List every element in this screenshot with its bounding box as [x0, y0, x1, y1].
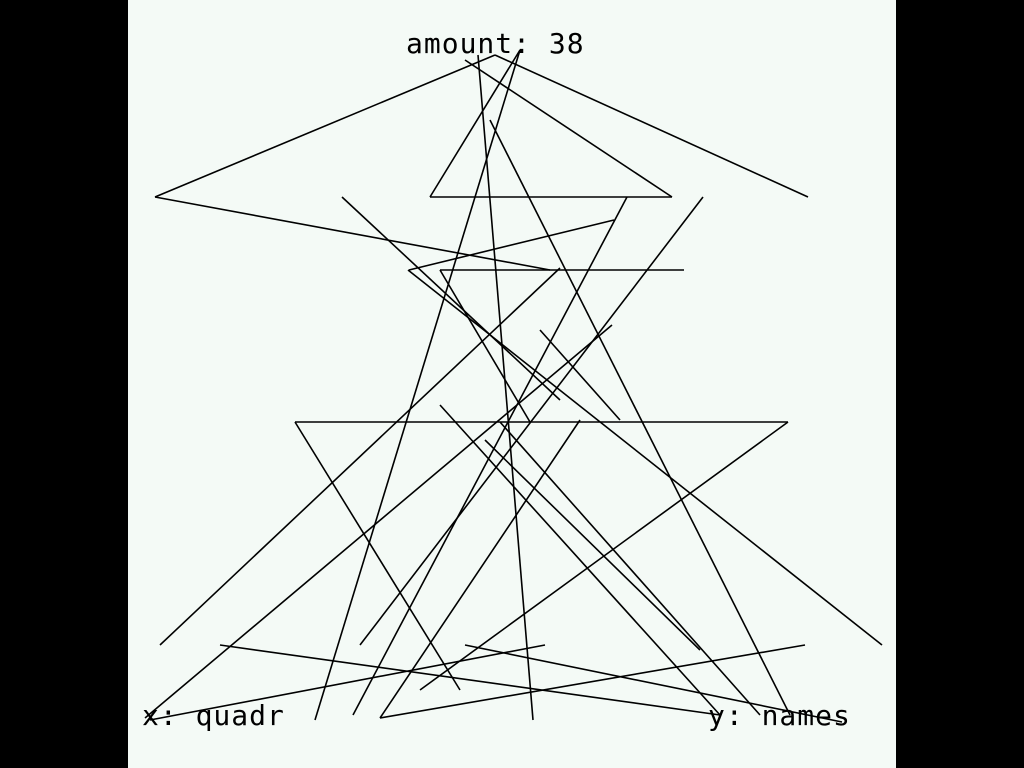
x-axis-label: x: quadr — [142, 699, 285, 732]
line-segment — [439, 269, 531, 423]
line-segment — [359, 196, 704, 646]
line-segment — [408, 219, 615, 271]
line-segment — [477, 54, 534, 721]
amount-readout: amount: 38 — [406, 27, 585, 60]
line-segment — [464, 644, 843, 723]
line-segment — [154, 54, 496, 198]
line-segment — [314, 49, 521, 721]
line-segment — [379, 644, 806, 719]
line-segment — [379, 419, 581, 719]
line-segment — [464, 59, 673, 198]
line-segment — [407, 269, 883, 646]
line-segment — [352, 196, 628, 716]
line-segment — [429, 49, 521, 198]
line-segment — [489, 119, 791, 716]
y-axis-label: y: names — [708, 699, 851, 732]
line-segment — [294, 421, 461, 691]
line-segment — [219, 644, 721, 716]
line-segment — [341, 196, 561, 401]
drawing-canvas — [128, 0, 896, 768]
line-segment — [494, 54, 809, 198]
line-segment — [484, 439, 701, 651]
line-segment — [499, 421, 761, 716]
line-segment — [149, 644, 546, 721]
line-segment — [439, 404, 721, 716]
line-segment — [539, 329, 621, 421]
line-segment — [144, 324, 613, 719]
line-segment — [159, 267, 561, 646]
line-segment — [154, 196, 551, 271]
